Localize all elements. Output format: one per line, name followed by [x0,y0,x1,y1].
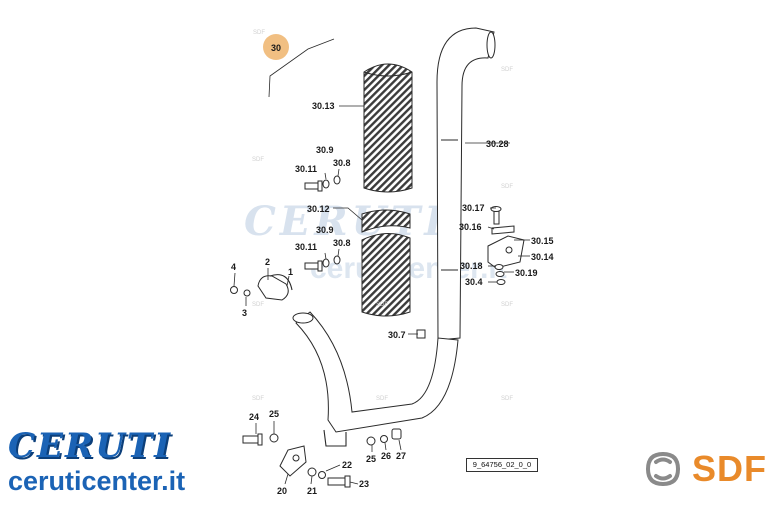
callout-1: 1 [288,267,293,277]
mounting-plate[interactable] [279,445,351,488]
callout-30-18: 30.18 [460,261,483,271]
callout-26: 26 [381,451,391,461]
callout-20: 20 [277,486,287,496]
callout-30-17: 30.17 [462,203,485,213]
callout-30-4: 30.4 [465,277,483,287]
clamp-assembly[interactable] [230,274,293,301]
callout-23: 23 [359,479,369,489]
pipe-clip[interactable] [416,329,426,339]
svg-text:SDF: SDF [253,30,265,36]
callout-22: 22 [342,460,352,470]
svg-text:SDF: SDF [252,302,264,308]
callout-30-9-upper: 30.9 [316,145,334,155]
callout-30: 30 [271,43,281,53]
callout-30-8-upper: 30.8 [333,158,351,168]
svg-text:SDF: SDF [501,184,513,190]
callout-30-14: 30.14 [531,252,554,262]
callout-30-19: 30.19 [515,268,538,278]
callout-30-16: 30.16 [459,222,482,232]
bottom-fasteners[interactable] [242,428,402,446]
heat-shield-upper[interactable] [363,63,413,193]
svg-text:SDF: SDF [376,396,388,402]
callout-3: 3 [242,308,247,318]
callout-27: 27 [396,451,406,461]
sdf-mini-watermarks: SDF SDF SDF SDF SDF SDF SDF SDF SDF SDF [252,30,513,402]
svg-text:SDF: SDF [501,67,513,73]
group-30-highlight [263,34,289,60]
heat-shield-lower[interactable] [361,209,411,317]
bolt-set-upper[interactable] [304,175,341,192]
drawing-code-box: 9_64756_02_0_0 [466,458,538,472]
svg-text:SDF: SDF [501,302,513,308]
callout-30-9-lower: 30.9 [316,225,334,235]
callout-30-12: 30.12 [307,204,330,214]
ceruti-logo: CERUTI [8,426,173,466]
sdf-swirl-icon [646,452,680,486]
svg-text:SDF: SDF [252,157,264,163]
bolt-set-lower[interactable] [304,255,341,272]
callout-21: 21 [307,486,317,496]
callout-30-7: 30.7 [388,330,406,340]
callout-30-11-upper: 30.11 [295,164,317,174]
callout-labels: 30 30.13 30.9 30.8 30.11 30.12 30.9 30.8… [231,43,554,496]
ceruti-site-link[interactable]: ceruticenter.it [8,466,186,496]
callout-30-13: 30.13 [312,101,335,111]
callout-25-right: 25 [366,454,376,464]
callout-25-left: 25 [269,409,279,419]
callout-30-28: 30.28 [486,139,509,149]
leader-lines [233,105,530,485]
callout-30-15: 30.15 [531,236,554,246]
exhaust-elbow-pipe[interactable] [292,311,459,447]
svg-text:SDF: SDF [252,396,264,402]
callout-4: 4 [231,262,236,272]
svg-text:SDF: SDF [501,396,513,402]
callout-30-8-lower: 30.8 [333,238,351,248]
callout-2: 2 [265,257,270,267]
sdf-brand: SDF [640,446,767,492]
svg-text:SDF: SDF [376,302,388,308]
exhaust-pipe[interactable] [436,27,496,341]
callout-30-11-lower: 30.11 [295,242,317,252]
sdf-logo-text: SDF [692,448,767,489]
ceruti-brand: CERUTI ceruticenter.it [8,428,185,496]
group-30-bracket [268,38,335,98]
callout-24: 24 [249,412,259,422]
